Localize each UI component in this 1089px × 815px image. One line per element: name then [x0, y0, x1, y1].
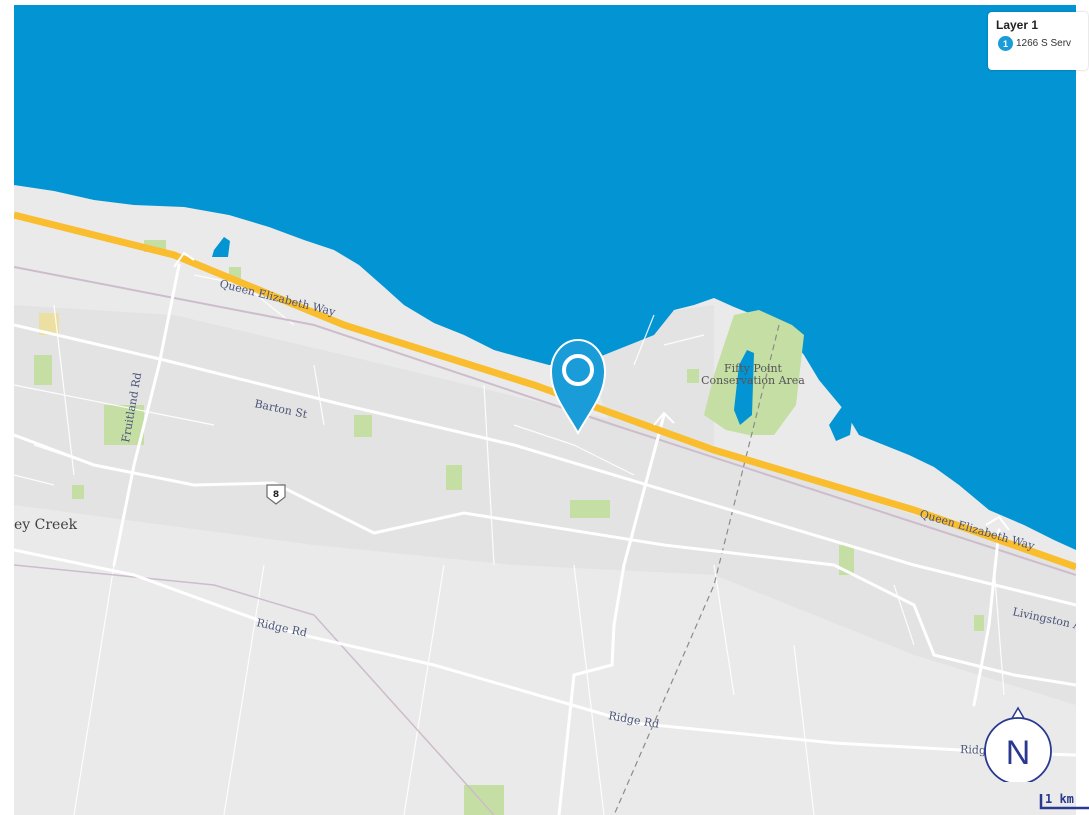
compass-label: N: [1006, 734, 1031, 772]
scale-label: 1 km: [1045, 792, 1074, 806]
highway-8: [14, 433, 1076, 687]
north-arrow-icon: N: [984, 706, 1052, 782]
interchange: [173, 251, 1010, 531]
svg-text:8: 8: [273, 490, 279, 500]
qew-highway: [14, 211, 1076, 571]
fruitland-rd: [112, 263, 181, 567]
basemap: Queen Elizabeth Way Queen Elizabeth Way …: [14, 5, 1076, 815]
legend-item-number: 1: [998, 36, 1013, 51]
park-label-line1: Fifty Point: [724, 362, 783, 375]
park-pond: [734, 350, 754, 425]
railways: [14, 266, 1076, 815]
barton-st: [14, 323, 1076, 607]
park-label-line2: Conservation Area: [701, 374, 805, 387]
connector-rd: [557, 413, 666, 815]
highway-8-shield: 8: [266, 484, 286, 505]
ridge-rd: [14, 548, 1076, 757]
scale-bar-icon: [1039, 794, 1089, 810]
legend-item-text: 1266 S Serv: [1016, 38, 1072, 49]
pond: [829, 401, 854, 441]
pond: [212, 237, 230, 257]
park-areas: [34, 240, 984, 815]
east-rd: [972, 528, 1001, 707]
map-canvas[interactable]: Queen Elizabeth Way Queen Elizabeth Way …: [14, 5, 1076, 815]
legend-item[interactable]: 1 1266 S Serv: [998, 36, 1071, 51]
ridge-rd-label-east: Ridg: [960, 743, 986, 757]
map-pin-icon[interactable]: [549, 338, 607, 436]
lake-water: [14, 5, 1076, 550]
legend-title: Layer 1: [996, 18, 1039, 32]
legend-panel: Layer 1 1 1266 S Serv: [988, 12, 1088, 70]
major-roads: [14, 263, 1076, 815]
place-label: ey Creek: [14, 517, 78, 533]
